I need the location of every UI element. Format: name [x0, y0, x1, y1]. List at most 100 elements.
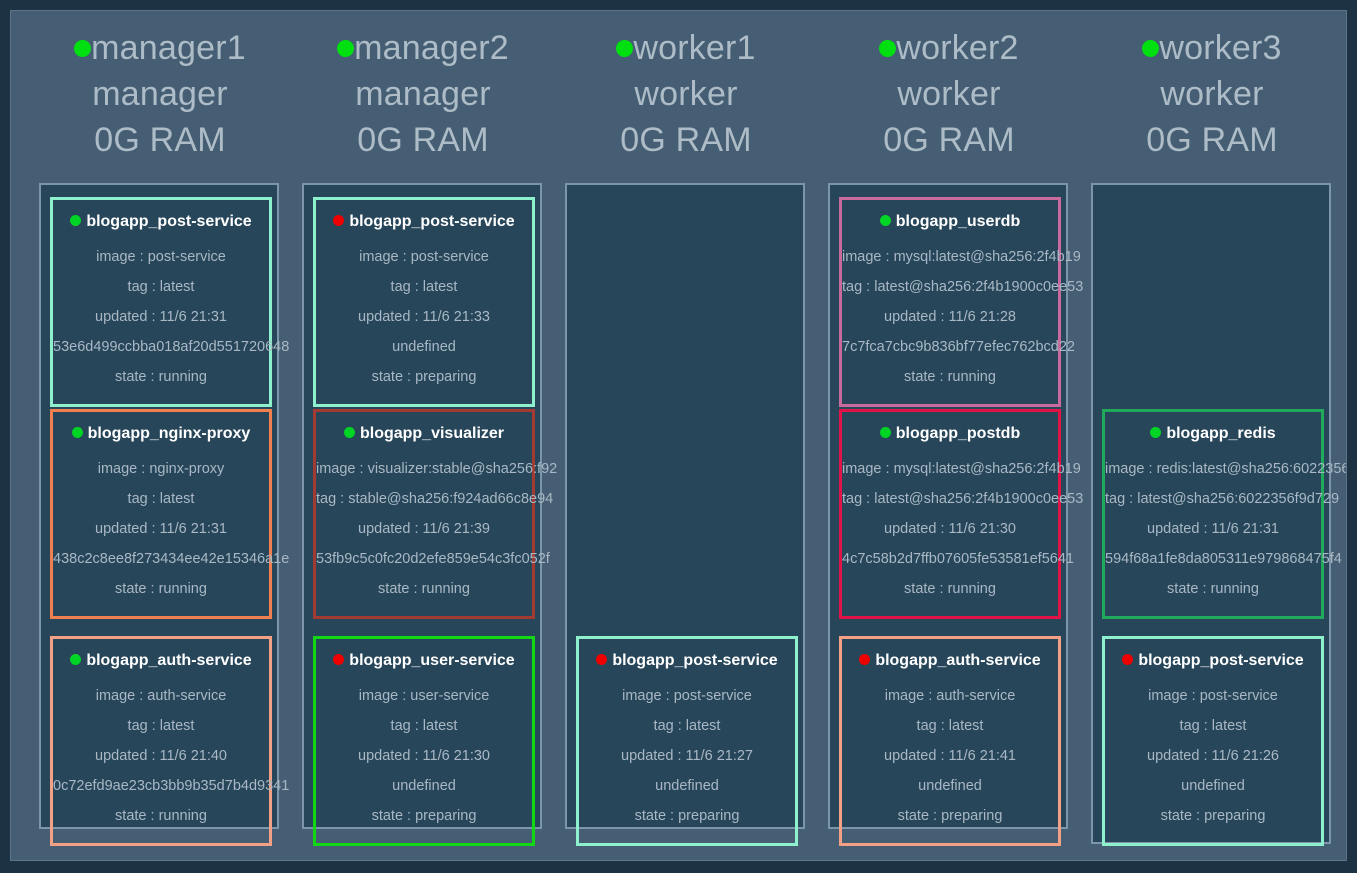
node-role: manager [355, 75, 491, 113]
node-name: worker3 [1159, 29, 1282, 67]
task-title: blogapp_nginx-proxy [53, 425, 269, 443]
node-name-row: manager2 [292, 25, 554, 71]
node-role: manager [92, 75, 228, 113]
task-hash: 53fb9c5c0fc20d2efe859e54c3fc052f [316, 551, 550, 567]
task-updated: updated : 11/6 21:39 [358, 521, 490, 537]
task-tag: tag : stable@sha256:f924ad66c8e94 [316, 491, 554, 507]
node-name-row: manager1 [29, 25, 291, 71]
task-hash: 7c7fca7cbc9b836bf77efec762bcd22 [842, 339, 1075, 355]
task-title: blogapp_postdb [842, 425, 1058, 443]
node-status-icon [1142, 39, 1160, 57]
task-state: state : preparing [1160, 808, 1266, 824]
node-role: worker [1160, 75, 1264, 113]
task-state: state : preparing [634, 808, 740, 824]
status-running-icon [879, 427, 891, 439]
task-title: blogapp_user-service [316, 652, 532, 670]
node-name: worker1 [633, 29, 756, 67]
task-hash: undefined [918, 778, 982, 794]
task-name: blogapp_post-service [612, 652, 778, 669]
status-running-icon [70, 215, 82, 227]
task-title: blogapp_visualizer [316, 425, 532, 443]
task-hash: 4c7c58b2d7ffb07605fe53581ef5641 [842, 551, 1074, 567]
node-header: manager2 manager 0G RAM [292, 25, 554, 163]
task-image: image : redis:latest@sha256:6022356 [1105, 461, 1347, 477]
task-image: image : post-service [1148, 688, 1278, 704]
task-tag: tag : latest [390, 279, 458, 295]
task-name: blogapp_post-service [86, 213, 252, 230]
task-title: blogapp_post-service [579, 652, 795, 670]
task-hash: 594f68a1fe8da805311e979868475f4 [1105, 551, 1342, 567]
task-updated: updated : 11/6 21:30 [884, 521, 1016, 537]
task-tag: tag : latest [916, 718, 984, 734]
node-status-icon [879, 39, 897, 57]
task-title: blogapp_post-service [1105, 652, 1321, 670]
task-title: blogapp_userdb [842, 213, 1058, 231]
task-image: image : mysql:latest@sha256:2f4b19 [842, 249, 1081, 265]
task-state: state : running [904, 369, 996, 385]
task-updated: updated : 11/6 21:26 [1147, 748, 1279, 764]
task-image: image : post-service [622, 688, 752, 704]
task-tag: tag : latest@sha256:2f4b1900c0ee53 [842, 279, 1084, 295]
task-tag: tag : latest@sha256:2f4b1900c0ee53 [842, 491, 1084, 507]
task-image: image : auth-service [95, 688, 227, 704]
task-tag: tag : latest [127, 718, 195, 734]
task-state: state : preparing [371, 808, 477, 824]
task-name: blogapp_visualizer [359, 425, 505, 442]
task-state: state : running [115, 581, 207, 597]
task-state: state : running [904, 581, 996, 597]
task-tag: tag : latest [127, 279, 195, 295]
node-name: manager2 [354, 29, 509, 67]
task-updated: updated : 11/6 21:31 [95, 521, 227, 537]
task-updated: updated : 11/6 21:27 [621, 748, 753, 764]
node-manager2[interactable]: manager2 manager 0G RAM blogapp_post-servic… [292, 25, 557, 846]
task-name: blogapp_auth-service [86, 652, 252, 669]
task-state: state : running [378, 581, 470, 597]
node-ram: 0G RAM [357, 121, 489, 159]
node-name: manager1 [91, 29, 246, 67]
task-title: blogapp_auth-service [842, 652, 1058, 670]
task-name: blogapp_userdb [895, 213, 1021, 230]
task-name: blogapp_user-service [349, 652, 515, 669]
node-ram: 0G RAM [1146, 121, 1278, 159]
task-image: image : post-service [96, 249, 226, 265]
task-tag: tag : latest [127, 491, 195, 507]
task-title: blogapp_post-service [316, 213, 532, 231]
task-state: state : running [115, 808, 207, 824]
task-updated: updated : 11/6 21:31 [95, 309, 227, 325]
node-ram: 0G RAM [883, 121, 1015, 159]
task-name: blogapp_nginx-proxy [87, 425, 251, 442]
task-image: image : user-service [358, 688, 490, 704]
status-preparing-icon [333, 215, 345, 227]
task-hash: undefined [1181, 778, 1245, 794]
node-status-icon [616, 39, 634, 57]
task-name: blogapp_post-service [1138, 652, 1304, 669]
node-name-row: worker2 [818, 25, 1080, 71]
status-preparing-icon [1122, 654, 1134, 666]
task-state: state : preparing [371, 369, 477, 385]
status-preparing-icon [859, 654, 871, 666]
task-state: state : preparing [897, 808, 1003, 824]
task-name: blogapp_redis [1166, 425, 1276, 442]
node-name-row: worker3 [1081, 25, 1343, 71]
task-updated: updated : 11/6 21:40 [95, 748, 227, 764]
task-state: state : running [1167, 581, 1259, 597]
task-title: blogapp_post-service [53, 213, 269, 231]
status-preparing-icon [333, 654, 345, 666]
